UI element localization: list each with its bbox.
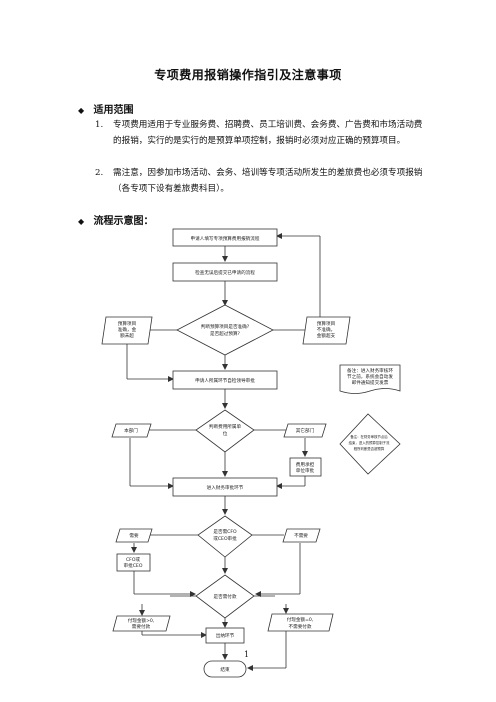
scope-item-number: 1. [95,120,104,130]
cost-approval-box [289,457,322,477]
no-pay-parallelogram [267,613,334,632]
no-pay-label-2: 不需要付款 [289,623,312,630]
scope-item-number: 2. [95,168,104,178]
budget-bad-parallelogram [302,316,351,345]
note-decision-2 [339,413,401,475]
dept-decision-label-1: 判断费用所属单 [209,423,242,430]
budget-ok-label-3: 额未超 [120,332,134,339]
other-dept-parallelogram [283,423,327,438]
pay-needed-label-2: 需要付款 [132,623,151,630]
start-box [172,228,278,247]
end-terminator [203,660,247,678]
cfo-approval-label-2: 审批CEO [124,562,143,569]
budget-bad-label-2: 不准确， [317,326,335,333]
cfo-approval-box [116,553,151,572]
start-label: 申请人填写专项预算费用报销流程 [191,235,260,242]
scope-item-1: 1. 专项费用适用于专业服务费、招聘费、员工培训费、会务费、广告费和市场活动费的… [95,117,425,149]
this-dept-parallelogram [111,423,152,438]
note2-line-1: 备注：在财务审核节点后 [350,434,388,439]
cfo-decision-label-2: 或CEO审批 [213,535,237,542]
no-need-label: 不需要 [294,533,308,539]
end-label: 结束 [220,666,230,673]
pay-decision-diamond [195,574,255,619]
dept-decision-label-2: 位 [223,430,228,437]
no-need-parallelogram [282,528,321,543]
budget-ok-label-1: 预算项目 [118,320,136,327]
cashier-label: 出纳环节 [216,632,235,639]
dept-approval-box [172,370,278,390]
check-box [172,262,278,282]
check-label: 检查无误后提交已申请的流程 [195,269,255,276]
scope-item-text: 需注意，因参加市场活动、会务、培训等专项活动所发生的差旅费也必须专项报销（各专项… [113,168,423,194]
budget-decision-label-2: 是否超过预算? [210,330,241,337]
section-scope-heading: ◆ 适用范围 [78,101,133,116]
note1-line-2: 节之前，系统会自动发 [347,373,393,380]
pay-needed-label-1: 付现金额>0, [128,617,155,624]
budget-ok-label-2: 准确，金 [118,326,137,333]
diamond-bullet-icon: ◆ [78,105,85,115]
page-title: 专项费用报销操作指引及注意事项 [154,68,342,82]
cost-approval-label-1: 费用承担 [296,461,315,468]
no-pay-label-1: 付现金额=0, [287,616,314,623]
section-scope-title: 适用范围 [93,105,134,116]
budget-bad-label-3: 金额超支 [317,332,336,339]
pay-needed-parallelogram [112,615,171,632]
budget-decision-diamond [176,304,274,356]
diamond-bullet-icon: ◆ [78,216,85,226]
note2-line-3: 程所判断是否超预算 [354,446,385,451]
note2-line-2: 结束，进入的预算控制子流 [349,440,390,445]
note1-line-3: 邮件通知提交发票 [352,379,389,386]
cost-approval-label-2: 单位审批 [296,467,315,474]
finance-label: 进入财务审批环节 [207,484,244,491]
budget-ok-parallelogram [101,316,153,345]
pay-decision-label: 是否需付款 [214,593,237,600]
dept-decision-diamond [195,409,255,453]
scope-item-text: 专项费用适用于专业服务费、招聘费、员工培训费、会务费、广告费和市场活动费的报销，… [113,120,423,146]
scope-item-2: 2. 需注意，因参加市场活动、会务、培训等专项活动所发生的差旅费也必须专项报销（… [95,165,425,197]
section-flow-title: 流程示意图： [93,216,154,227]
cashier-box [205,627,245,644]
cfo-decision-diamond [197,515,253,558]
cfo-decision-label-1: 是否需CFO [213,529,237,535]
page-number: 1 [244,650,250,659]
budget-bad-label-1: 预算项目 [317,320,335,327]
section-flow-heading: ◆ 流程示意图： [78,212,153,227]
need-label: 需要 [129,533,139,539]
this-dept-label: 本部门 [124,427,138,434]
note1-line-1: 备注：进入财务审核环 [347,367,393,374]
dept-approval-label: 申请人所属环节自检领导审批 [195,377,255,384]
other-dept-label: 其它部门 [296,427,315,434]
note-document-1 [339,364,401,394]
cfo-approval-label-1: CFO或 [126,556,140,563]
finance-box [172,477,278,497]
need-parallelogram [115,528,153,543]
budget-decision-label-1: 判断预算项目是否准确? [201,323,250,330]
